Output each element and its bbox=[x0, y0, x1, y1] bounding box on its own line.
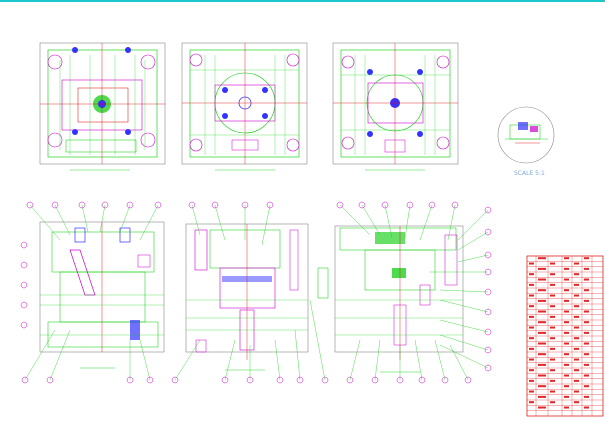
table-cell-text bbox=[529, 347, 534, 350]
table-cell-text bbox=[584, 385, 589, 388]
table-cell-text bbox=[529, 390, 534, 393]
table-cell-text bbox=[564, 342, 569, 345]
table-cell-text bbox=[564, 299, 569, 302]
scale-label: SCALE 5:1 bbox=[514, 170, 545, 177]
title-block-table bbox=[526, 255, 604, 417]
table-cell-text bbox=[564, 395, 569, 398]
table-cell-text bbox=[584, 342, 589, 345]
table-cell-text bbox=[574, 294, 579, 297]
table-cell-text bbox=[584, 321, 589, 324]
table-cell-text bbox=[538, 331, 546, 334]
table-cell-text bbox=[550, 262, 555, 265]
table-cell-text bbox=[574, 401, 579, 404]
table-cell-text bbox=[529, 305, 534, 308]
table-cell-text bbox=[574, 390, 579, 393]
table-cell-text bbox=[529, 326, 534, 329]
table-cell-text bbox=[584, 363, 589, 366]
table-cell-text bbox=[550, 337, 555, 340]
table-cell-text bbox=[584, 310, 589, 313]
table-cell-text bbox=[538, 310, 546, 313]
plan-view-1 bbox=[39, 42, 166, 171]
table-cell-text bbox=[529, 273, 534, 276]
table-cell-text bbox=[550, 283, 555, 286]
table-cell-text bbox=[538, 299, 546, 302]
table-cell-text bbox=[574, 273, 579, 276]
table-cell-text bbox=[574, 347, 579, 350]
table-cell-text bbox=[574, 305, 579, 308]
table-cell-text bbox=[538, 321, 546, 324]
table-cell-text bbox=[574, 379, 579, 382]
table-cell-text bbox=[550, 390, 555, 393]
table-cell-text bbox=[584, 289, 589, 292]
table-cell-text bbox=[529, 315, 534, 318]
table-cell-text bbox=[564, 353, 569, 356]
table-cell-text bbox=[584, 267, 589, 270]
table-cell-text bbox=[584, 257, 589, 260]
table-cell-text bbox=[574, 283, 579, 286]
table-cell-text bbox=[538, 278, 546, 281]
table-cell-text bbox=[564, 257, 569, 260]
table-cell-text bbox=[550, 294, 555, 297]
table-cell-text bbox=[574, 358, 579, 361]
sheet-border bbox=[0, 0, 605, 6]
table-cell-text bbox=[538, 374, 546, 377]
table-cell-text bbox=[550, 305, 555, 308]
table-cell-text bbox=[564, 278, 569, 281]
table-cell-text bbox=[538, 257, 546, 260]
table-cell-text bbox=[574, 326, 579, 329]
table-cell-text bbox=[529, 283, 534, 286]
table-cell-text bbox=[538, 363, 546, 366]
table-cell-text bbox=[529, 358, 534, 361]
table-cell-text bbox=[574, 369, 579, 372]
table-cell-text bbox=[550, 401, 555, 404]
table-cell-text bbox=[538, 289, 546, 292]
table-cell-text bbox=[564, 406, 569, 409]
table-cell-text bbox=[564, 289, 569, 292]
table-cell-text bbox=[584, 278, 589, 281]
table-cell-text bbox=[584, 374, 589, 377]
table-cell-text bbox=[564, 363, 569, 366]
scale-detail: SCALE 5:1 bbox=[497, 106, 555, 177]
table-cell-text bbox=[574, 262, 579, 265]
table-cell-text bbox=[564, 321, 569, 324]
table-cell-text bbox=[529, 401, 534, 404]
table-cell-text bbox=[550, 358, 555, 361]
table-cell-text bbox=[529, 369, 534, 372]
table-cell-text bbox=[538, 406, 546, 409]
table-cell-text bbox=[574, 315, 579, 318]
table-cell-text bbox=[538, 395, 546, 398]
table-cell-text bbox=[538, 353, 546, 356]
table-cell-text bbox=[529, 337, 534, 340]
table-cell-text bbox=[584, 299, 589, 302]
table-cell-text bbox=[550, 369, 555, 372]
table-cell-text bbox=[564, 374, 569, 377]
table-cell-text bbox=[584, 395, 589, 398]
plan-view-3 bbox=[332, 42, 459, 171]
plan-view-2 bbox=[181, 42, 308, 171]
table-cell-text bbox=[538, 342, 546, 345]
table-cell-text bbox=[564, 267, 569, 270]
table-cell-text bbox=[584, 331, 589, 334]
table-cell-text bbox=[564, 331, 569, 334]
section-view-3 bbox=[317, 201, 492, 384]
table-cell-text bbox=[584, 353, 589, 356]
table-cell-text bbox=[550, 315, 555, 318]
table-cell-text bbox=[564, 310, 569, 313]
table-cell-text bbox=[584, 406, 589, 409]
table-cell-text bbox=[529, 294, 534, 297]
table-cell-text bbox=[529, 379, 534, 382]
table-cell-text bbox=[574, 337, 579, 340]
section-view-2 bbox=[174, 201, 329, 384]
table-cell-text bbox=[550, 326, 555, 329]
table-cell-text bbox=[564, 385, 569, 388]
table-cell-text bbox=[550, 273, 555, 276]
section-view-1 bbox=[20, 201, 179, 384]
table-cell-text bbox=[538, 385, 546, 388]
table-cell-text bbox=[529, 262, 534, 265]
table-cell-text bbox=[550, 347, 555, 350]
table-cell-text bbox=[550, 379, 555, 382]
table-cell-text bbox=[538, 267, 546, 270]
